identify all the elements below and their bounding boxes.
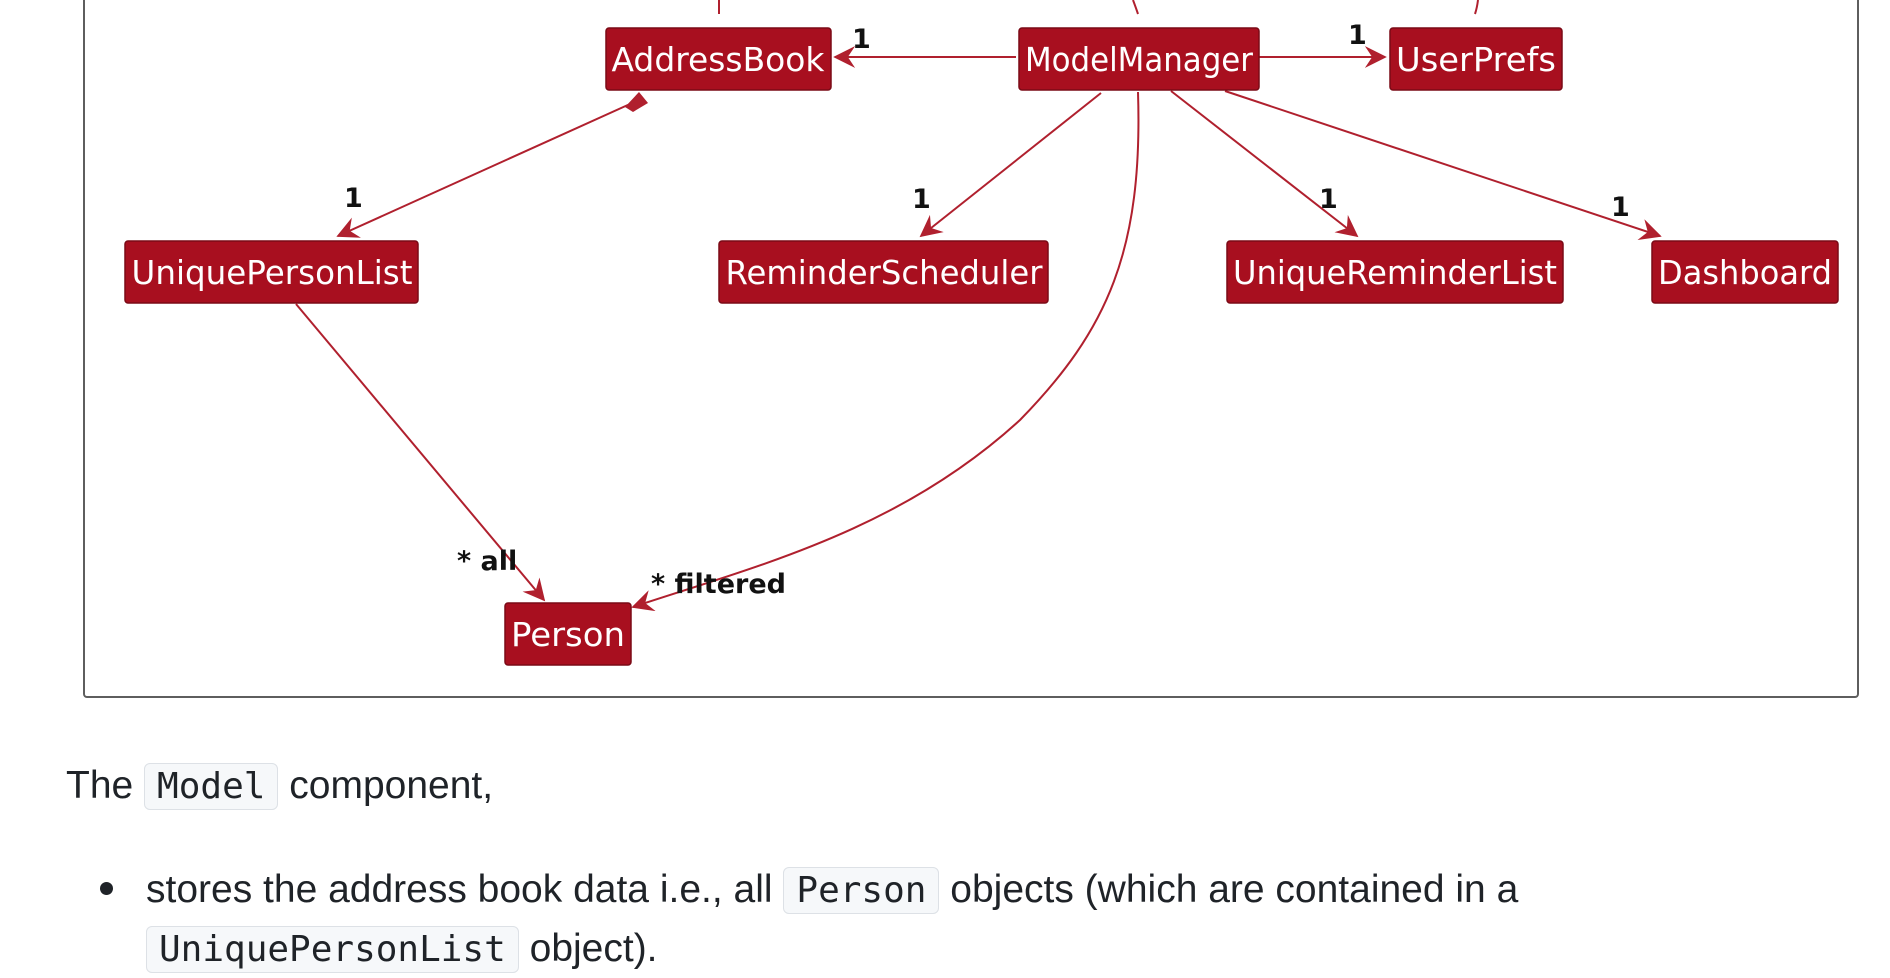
class-userprefs: UserPrefs — [1389, 27, 1563, 91]
class-label: UserPrefs — [1396, 40, 1556, 79]
class-person: Person — [504, 602, 632, 666]
multiplicity-label: 1 — [912, 184, 931, 215]
edge-modelmanager-uniquereminderlist — [1170, 90, 1359, 238]
class-label: ReminderScheduler — [726, 253, 1043, 292]
class-label: Person — [511, 615, 625, 654]
bullet-text: stores the address book data i.e., all — [146, 868, 773, 911]
inline-code-person: Person — [783, 867, 940, 914]
multiplicity-label: * all — [457, 546, 517, 577]
class-reminderscheduler: ReminderScheduler — [718, 240, 1049, 304]
edge-stub-3 — [1474, 0, 1479, 15]
class-label: UniquePersonList — [132, 253, 413, 292]
multiplicity-label: 1 — [1319, 184, 1338, 215]
class-uniquepersonlist: UniquePersonList — [124, 240, 419, 304]
composition-diamond — [625, 92, 648, 112]
intro-text: The — [66, 764, 134, 807]
class-dashboard: Dashboard — [1651, 240, 1839, 304]
edge-modelmanager-reminderscheduler — [919, 92, 1102, 238]
edge-modelmanager-person — [631, 91, 1140, 612]
class-addressbook: AddressBook — [605, 27, 832, 91]
bullet-text: object). — [529, 926, 658, 970]
inline-code-uniquepersonlist: UniquePersonList — [146, 925, 519, 973]
edge-addressbook-uniquepersonlist — [336, 103, 631, 238]
class-uniquereminderlist: UniqueReminderList — [1226, 240, 1564, 304]
class-diagram: AddressBook ModelManager UserPrefs Uniqu… — [124, 0, 1839, 666]
multiplicity-label: * filtered — [651, 569, 786, 600]
multiplicity-label: 1 — [852, 24, 871, 55]
intro-text: component, — [289, 764, 494, 807]
multiplicity-label: 1 — [1611, 192, 1630, 223]
class-label: Dashboard — [1658, 253, 1832, 292]
edge-modelmanager-dashboard — [1224, 90, 1662, 241]
class-modelmanager: ModelManager — [1018, 27, 1260, 91]
multiplicity-label: 1 — [1348, 20, 1367, 51]
bullet-text: objects (which are contained in a — [950, 868, 1519, 911]
multiplicity-label: 1 — [344, 183, 363, 214]
bullet-item: stores the address book data i.e., all P… — [146, 861, 1826, 978]
inline-code-model: Model — [144, 763, 279, 810]
intro-paragraph: The Model component, — [66, 757, 493, 816]
edge-stub-2 — [1132, 0, 1139, 15]
class-label: UniqueReminderList — [1233, 253, 1557, 292]
class-label: AddressBook — [612, 40, 826, 79]
class-label: ModelManager — [1025, 40, 1253, 79]
edge-uniquepersonlist-person — [295, 303, 546, 602]
bullet-marker — [100, 882, 113, 895]
diagram-frame — [83, 0, 1859, 698]
